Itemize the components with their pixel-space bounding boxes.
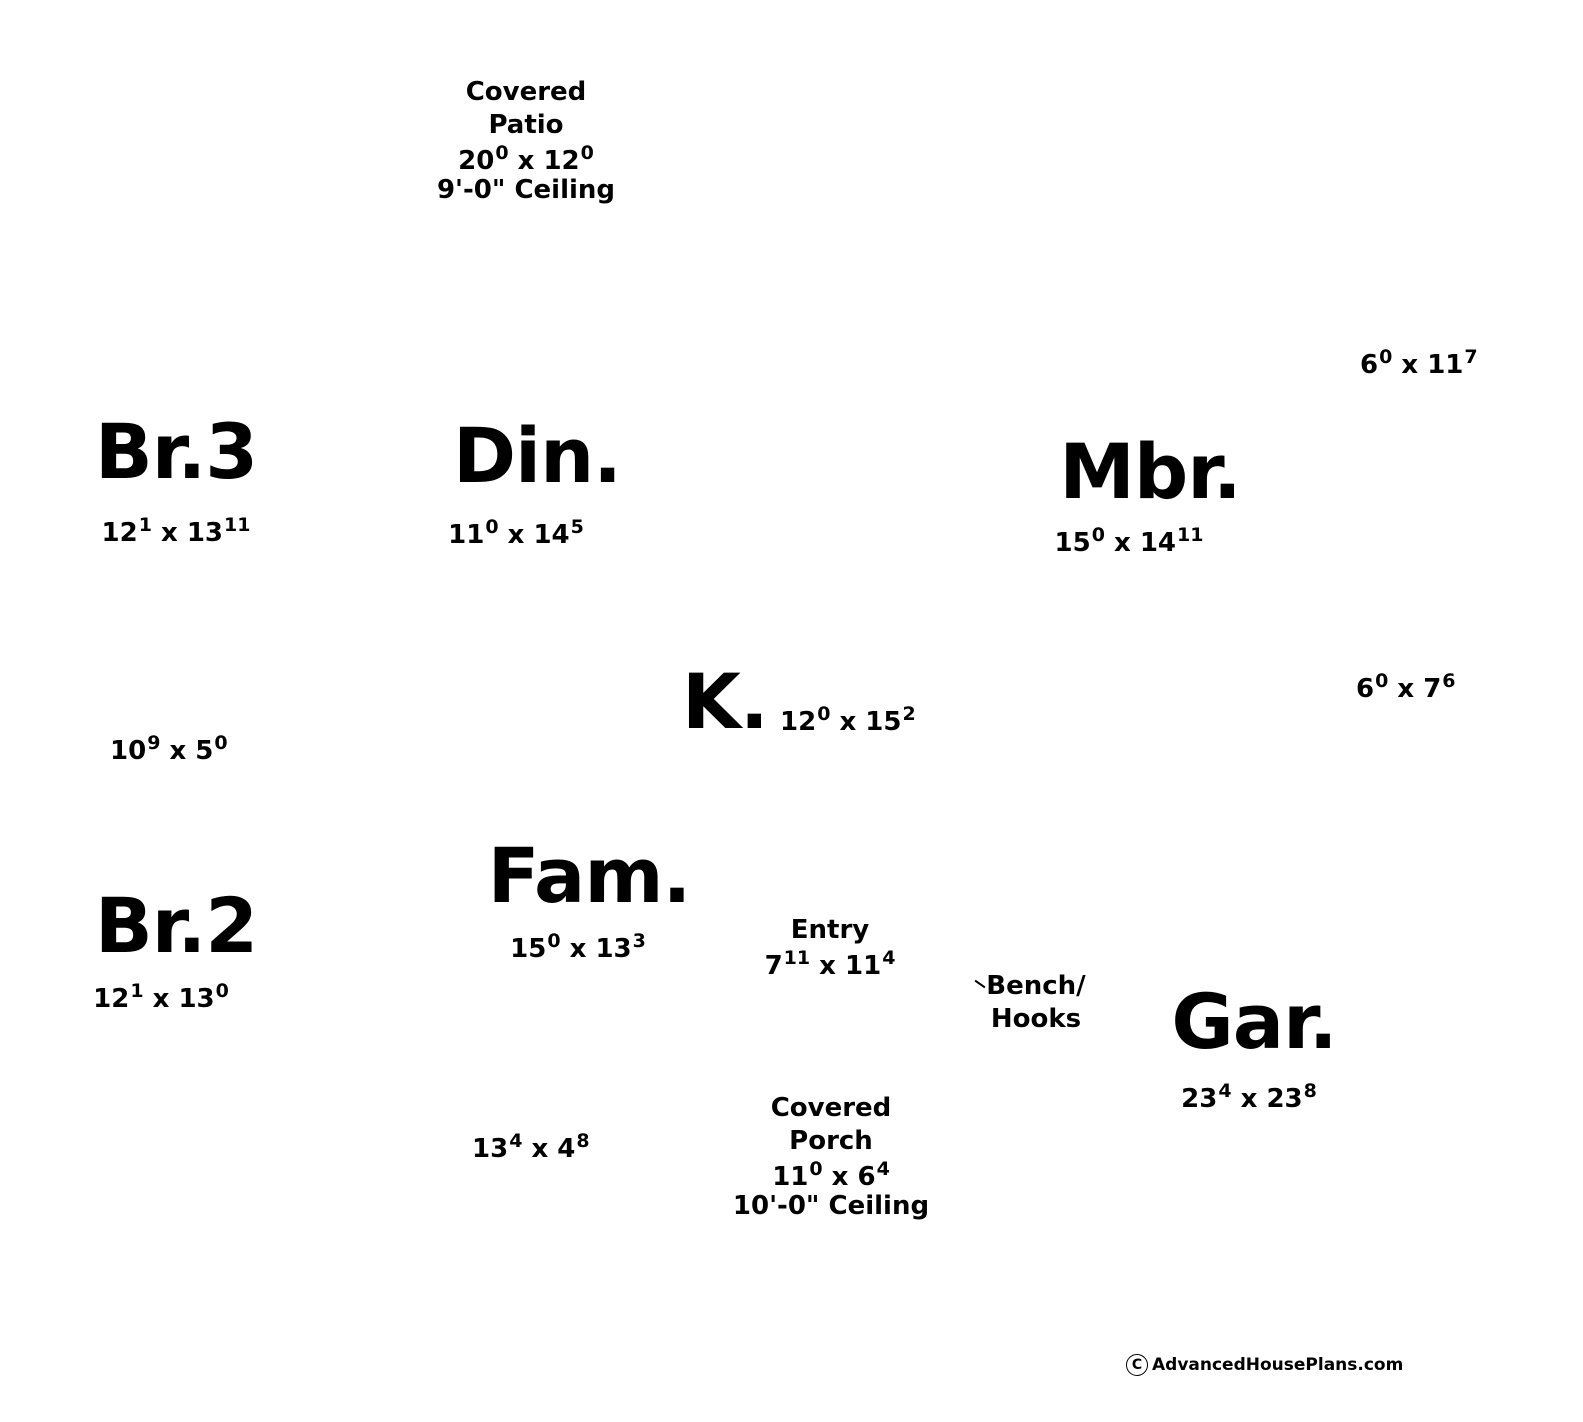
room-kitchen-dimensions: 120 x 152 — [780, 703, 916, 737]
room-dimensions: 121 x 130 — [93, 980, 229, 1014]
room-br2: Br.2 121 x 130 — [76, 881, 276, 1013]
room-dining: Din. 110 x 145 — [437, 411, 637, 549]
room-name: Covered Patio — [465, 77, 587, 140]
room-name: Br.3 — [94, 407, 258, 496]
room-garage: Gar. 234 x 238 — [1154, 977, 1354, 1113]
ceiling-height: 9'-0" Ceiling — [436, 175, 616, 205]
room-dimensions: 711 x 114 — [764, 947, 896, 981]
room-dimensions: 110 x 145 — [448, 516, 584, 550]
room-name: Mbr. — [1059, 427, 1242, 516]
room-name: Entry — [790, 915, 870, 945]
room-master-bedroom: Mbr. 150 x 1411 — [1050, 427, 1250, 557]
room-covered-patio: Covered Patio 200 x 120 9'-0" Ceiling — [426, 76, 626, 207]
ceiling-height: 10'-0" Ceiling — [732, 1191, 930, 1221]
copyright-notice: C AdvancedHousePlans.com — [1126, 1354, 1403, 1376]
copyright-icon: C — [1126, 1354, 1148, 1376]
room-name: Covered Porch — [770, 1093, 892, 1156]
room-dimensions-bath-2: 60 x 76 — [1356, 670, 1456, 704]
room-dimensions: 110 x 64 — [772, 1158, 890, 1192]
room-entry: Entry 711 x 114 — [760, 914, 900, 979]
room-dimensions-laundry: 134 x 48 — [472, 1130, 590, 1164]
copyright-text: AdvancedHousePlans.com — [1152, 1355, 1404, 1375]
room-family: Fam. 150 x 133 — [484, 831, 694, 963]
room-br3: Br.3 121 x 1311 — [76, 407, 276, 548]
room-dimensions-hall: 109 x 50 — [110, 732, 228, 766]
room-dimensions: 200 x 120 — [458, 142, 594, 176]
room-name: Fam. — [487, 831, 692, 920]
room-dimensions-bath-1: 60 x 117 — [1360, 346, 1478, 380]
room-dimensions: 121 x 1311 — [101, 514, 251, 548]
room-dimensions: 150 x 133 — [510, 930, 646, 964]
room-dimensions: 150 x 1411 — [1054, 524, 1204, 558]
room-covered-porch: Covered Porch 110 x 64 10'-0" Ceiling — [726, 1092, 936, 1223]
room-dimensions: 234 x 238 — [1181, 1080, 1317, 1114]
room-name: Din. — [452, 411, 622, 500]
room-name: Br.2 — [94, 881, 258, 970]
room-kitchen-name: K. — [682, 657, 769, 746]
bench-hooks-label: Bench/ Hooks — [986, 971, 1086, 1034]
room-name: Gar. — [1171, 977, 1337, 1066]
